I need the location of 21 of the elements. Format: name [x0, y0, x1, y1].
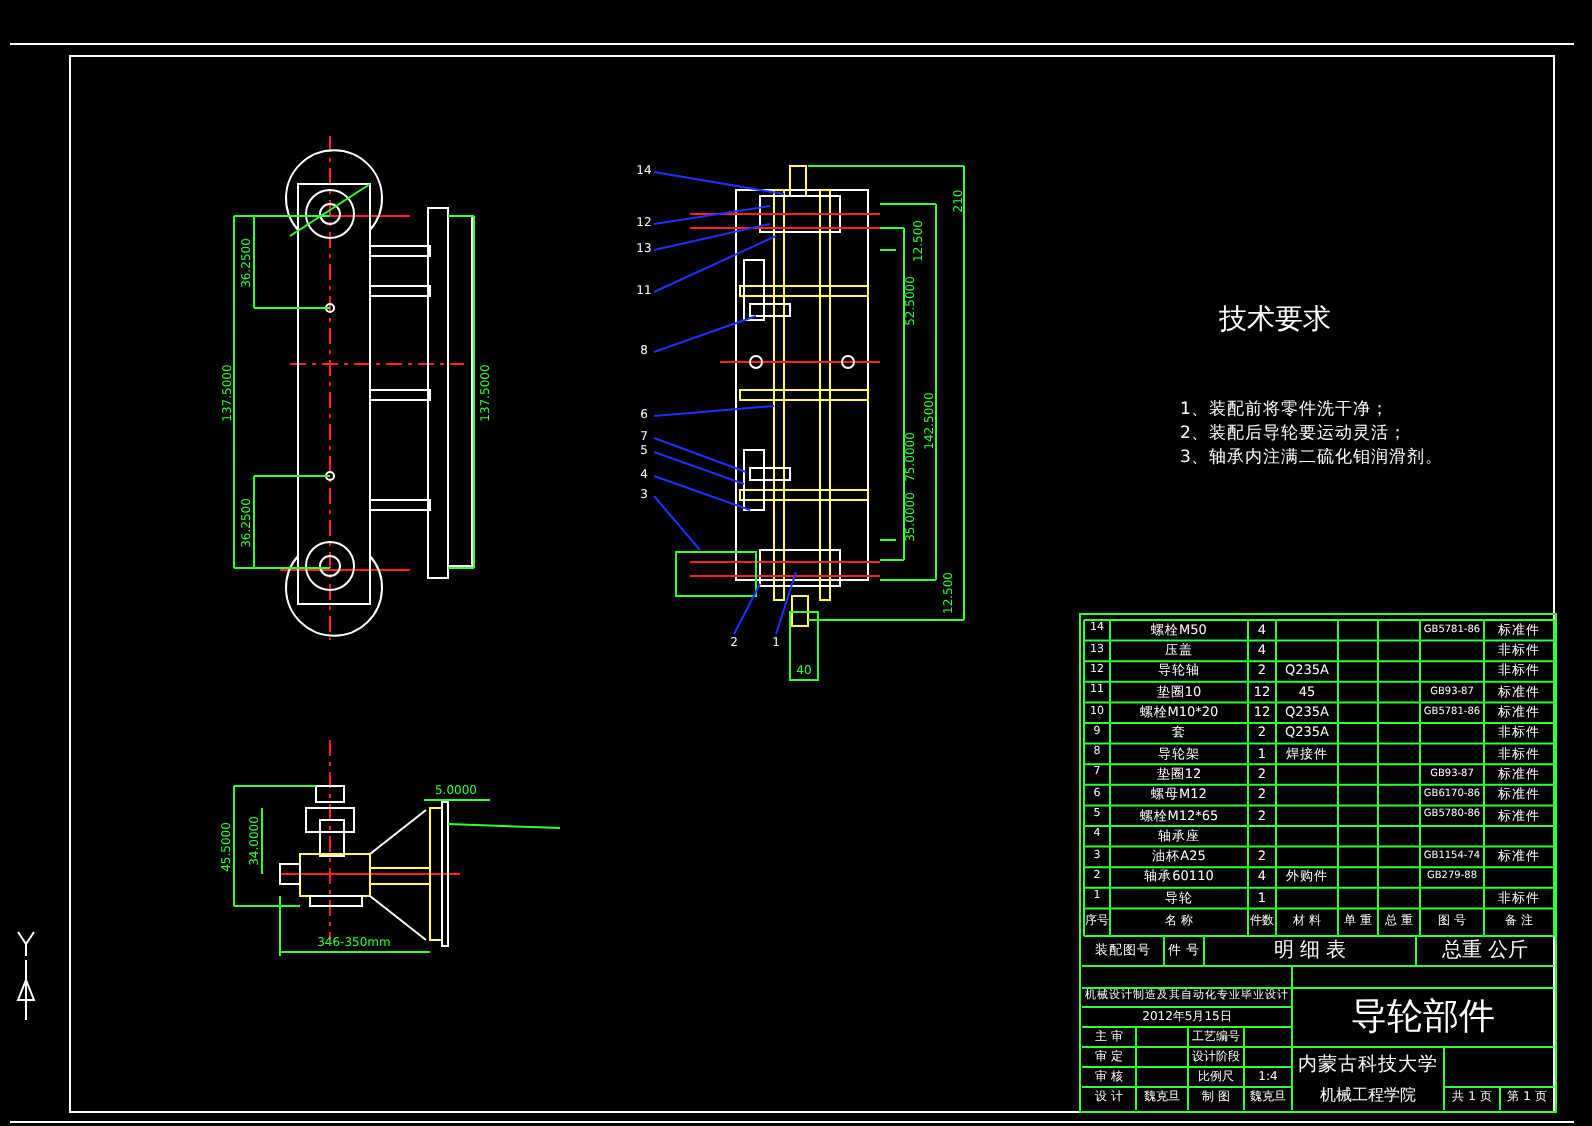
leader-line — [653, 437, 747, 473]
leader-line — [653, 223, 771, 251]
leader-line — [653, 451, 745, 485]
leader-line — [653, 495, 701, 551]
title-block-text: 内蒙古科技大学 — [1296, 1052, 1440, 1081]
title-block-text: 导轮部件 — [1349, 993, 1497, 1042]
title-block-text: 机械工程学院 — [1318, 1083, 1418, 1107]
leader-line — [775, 571, 797, 635]
requirement-text: 1、装配前将零件洗干净； — [1180, 400, 1391, 420]
leader-line — [653, 205, 771, 225]
requirement-text: 3、轴承内注满二硫化钼润滑剂。 — [1180, 448, 1445, 468]
requirement-text: 2、装配后导轮要运动灵活； — [1180, 424, 1407, 444]
heading: 技术要求 — [1217, 302, 1333, 340]
leader-line — [653, 315, 757, 353]
leader-line — [653, 475, 751, 511]
leader-line — [653, 405, 775, 417]
title-block-text: 明 细 表 — [1271, 937, 1349, 965]
title-block-text: 总重 公斤 — [1439, 937, 1531, 965]
leader-line — [653, 171, 785, 195]
leader-line — [733, 583, 761, 635]
leader-line — [653, 235, 777, 293]
